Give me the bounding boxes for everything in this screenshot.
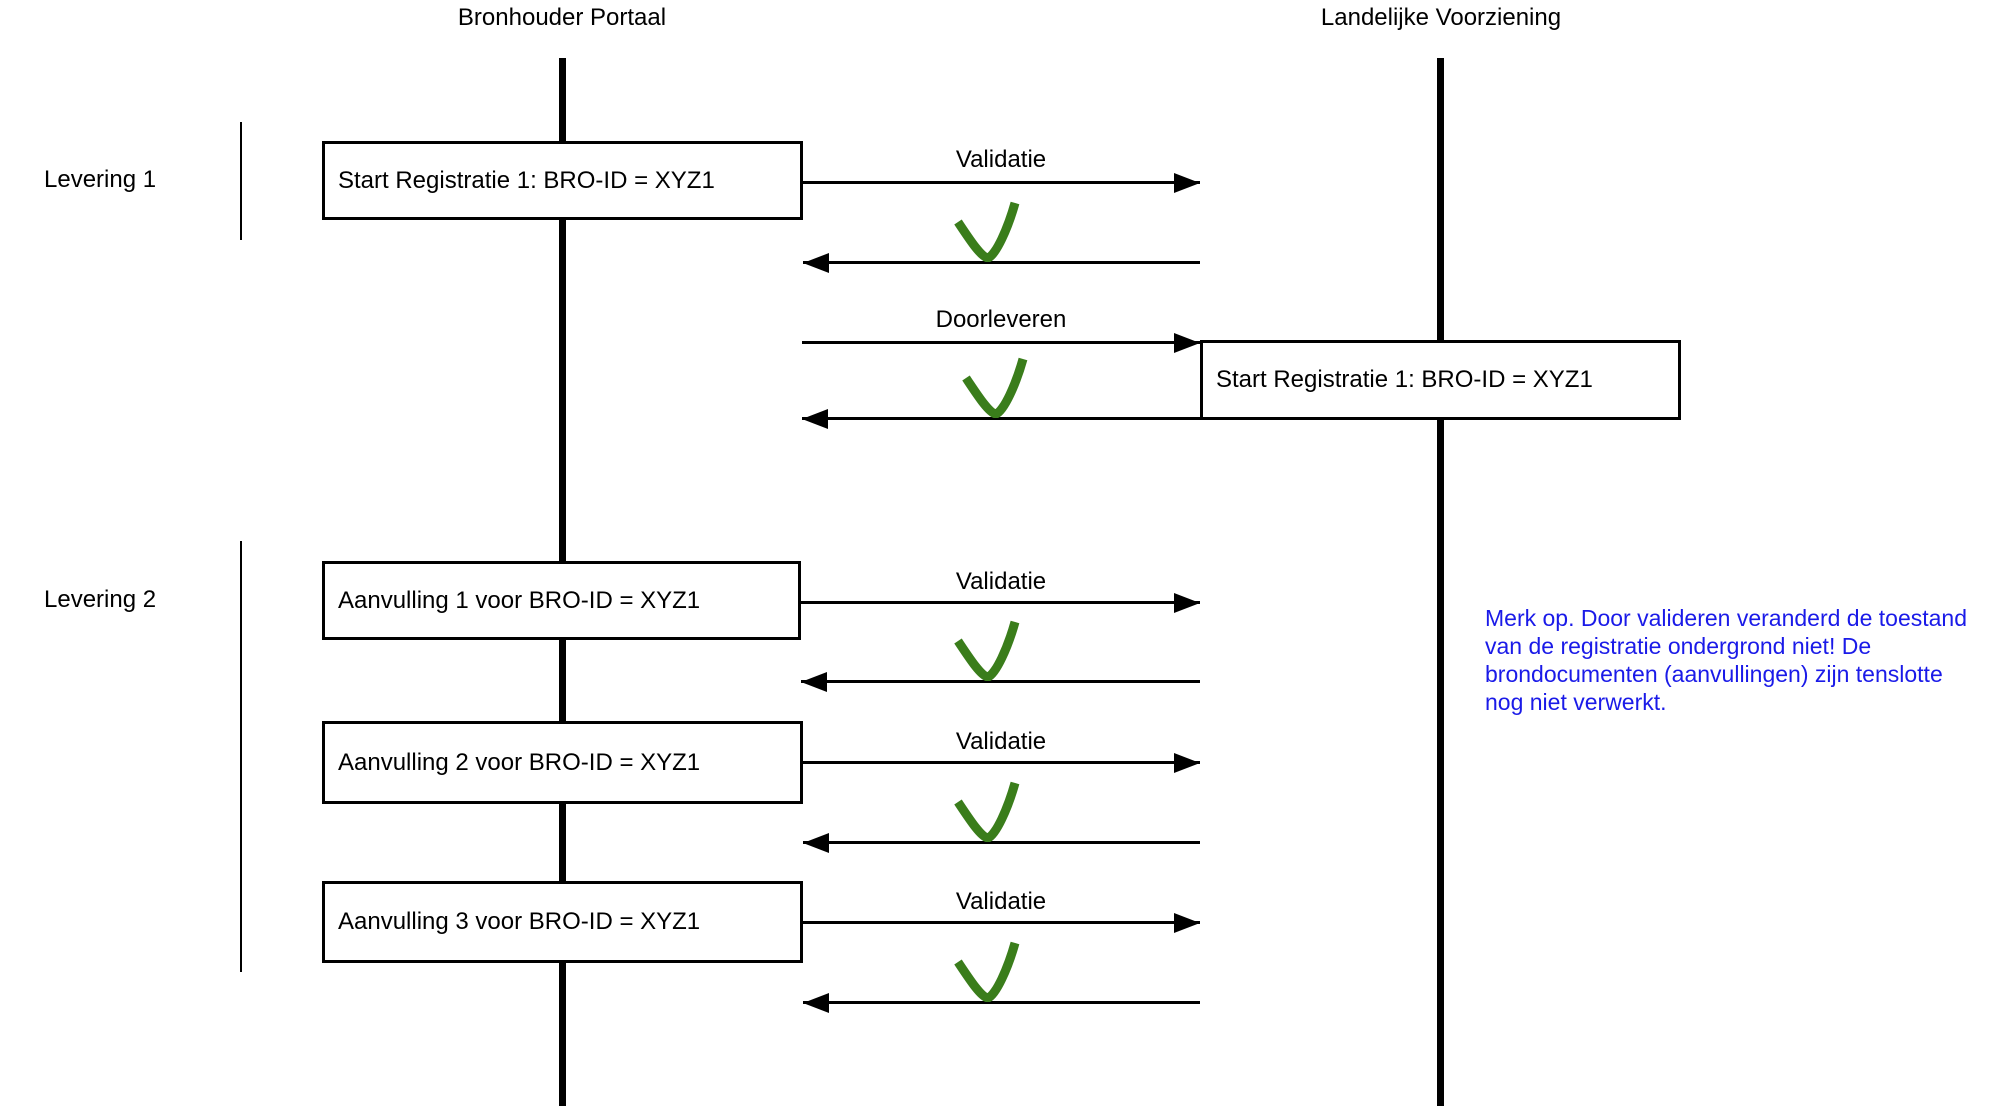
box-start-registratie-landelijke-voorziening: Start Registratie 1: BRO-ID = XYZ1: [1200, 340, 1681, 420]
validatie-response-arrow-2: [801, 680, 1200, 683]
doorleveren-response-arrow: [802, 417, 1200, 420]
check-icon: [954, 201, 1020, 262]
validatie-request-arrow-1: [803, 181, 1200, 184]
box-aanvulling-3: Aanvulling 3 voor BRO-ID = XYZ1: [322, 881, 803, 963]
check-icon: [962, 357, 1028, 418]
doorleveren-label: Doorleveren: [935, 306, 1067, 333]
check-icon: [954, 781, 1020, 842]
validatie-response-arrow-3: [803, 841, 1200, 844]
actor-title-bronhouder-portaal: Bronhouder Portaal: [457, 4, 667, 31]
box-aanvulling-2-text: Aanvulling 2 voor BRO-ID = XYZ1: [338, 748, 701, 776]
validatie-request-arrow-2: [801, 601, 1200, 604]
box-start-registratie-portaal-text: Start Registratie 1: BRO-ID = XYZ1: [338, 166, 715, 194]
doorleveren-request-arrow: [802, 341, 1200, 344]
validatie-label-2: Validatie: [955, 568, 1047, 595]
check-icon: [954, 941, 1020, 1002]
note-line: nog niet verwerkt.: [1485, 689, 1667, 715]
validatie-label-4: Validatie: [955, 888, 1047, 915]
box-aanvulling-3-text: Aanvulling 3 voor BRO-ID = XYZ1: [338, 908, 701, 935]
box-start-registratie-portaal: Start Registratie 1: BRO-ID = XYZ1: [322, 141, 803, 220]
levering-2-bracket-line: [240, 541, 242, 972]
note-line: brondocumenten (aanvullingen) zijn tensl…: [1485, 661, 1943, 687]
box-start-registratie-lv-text: Start Registratie 1: BRO-ID = XYZ1: [1216, 366, 1593, 393]
actor-title-landelijke-voorziening: Landelijke Voorziening: [1320, 4, 1562, 31]
validatie-request-arrow-4: [803, 921, 1200, 924]
validatie-label-1: Validatie: [955, 146, 1047, 173]
note-line: Merk op. Door valideren veranderd de toe…: [1485, 605, 1968, 631]
validatie-response-arrow-1: [803, 261, 1200, 264]
levering-1-bracket-line: [240, 122, 242, 240]
note-line: van de registratie ondergrond niet! De: [1485, 633, 1872, 659]
box-aanvulling-2: Aanvulling 2 voor BRO-ID = XYZ1: [322, 721, 803, 804]
validatie-request-arrow-3: [803, 761, 1200, 764]
box-aanvulling-1-text: Aanvulling 1 voor BRO-ID = XYZ1: [338, 586, 701, 614]
validatie-response-arrow-4: [803, 1001, 1200, 1004]
box-aanvulling-1: Aanvulling 1 voor BRO-ID = XYZ1: [322, 561, 801, 640]
levering-2-label: Levering 2: [44, 586, 157, 613]
levering-1-label: Levering 1: [44, 166, 157, 193]
validatie-label-3: Validatie: [955, 728, 1047, 755]
lifeline-landelijke-voorziening: [1437, 58, 1444, 1106]
check-icon: [954, 620, 1020, 681]
note-text: Merk op. Door valideren veranderd de toe…: [1485, 604, 2002, 716]
